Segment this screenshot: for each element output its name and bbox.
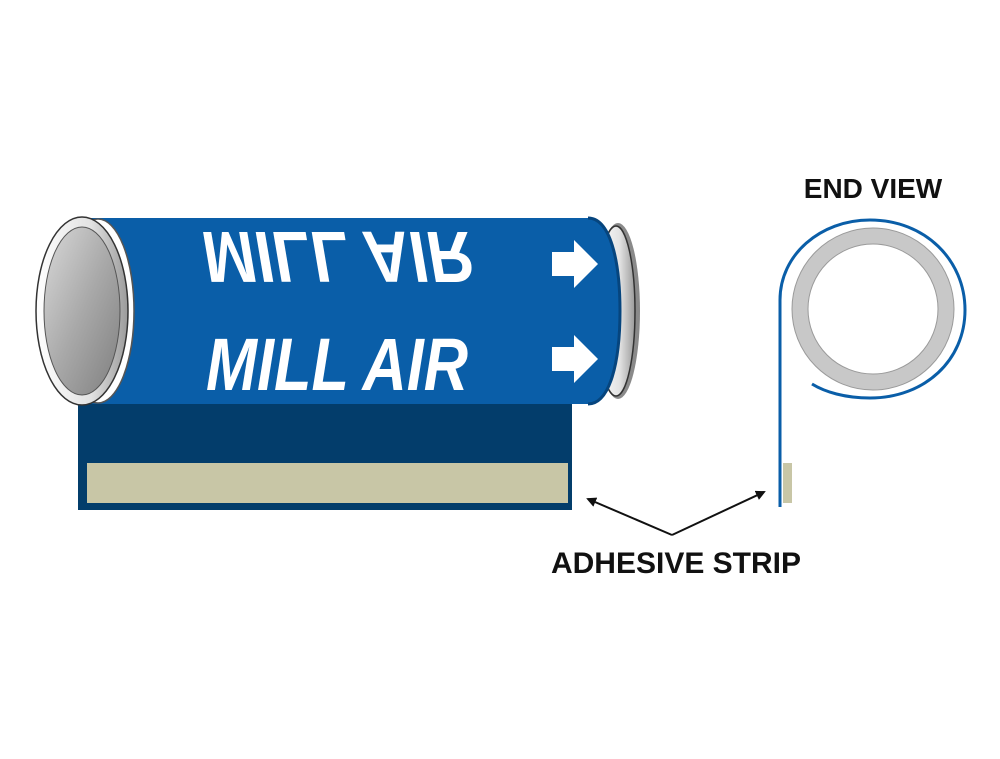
pointer-arrow-icon xyxy=(671,490,766,536)
arrow-right-icon xyxy=(552,240,598,288)
marker-legend-top: MILL AIR xyxy=(202,216,472,296)
arrow-right-icon xyxy=(552,335,598,383)
pipe-left-end xyxy=(35,216,135,406)
pipe-assembly: MILL AIR MILL AIR xyxy=(35,216,640,510)
marker-legend-bottom: MILL AIR xyxy=(206,323,468,406)
adhesive-strip-label: ADHESIVE STRIP xyxy=(551,547,801,580)
end-view-label: END VIEW xyxy=(804,173,943,204)
end-view-diagram: END VIEW xyxy=(778,173,967,507)
marker-sleeve xyxy=(90,218,620,404)
adhesive-strip-panel xyxy=(87,463,568,503)
pointer-arrow-icon xyxy=(586,497,673,536)
end-view-marker-wrap xyxy=(778,218,967,507)
end-view-pipe xyxy=(792,228,954,390)
adhesive-callout: ADHESIVE STRIP xyxy=(551,490,801,580)
end-view-adhesive xyxy=(783,463,792,503)
